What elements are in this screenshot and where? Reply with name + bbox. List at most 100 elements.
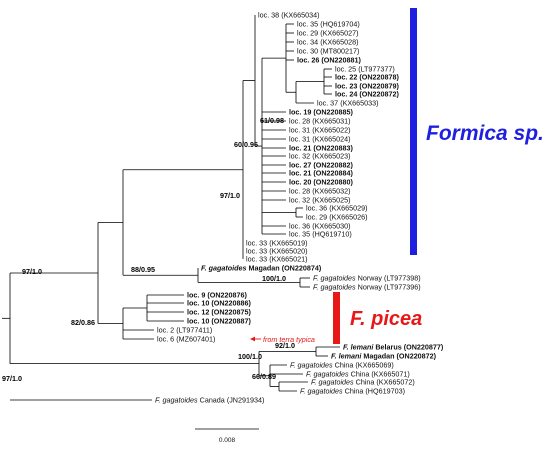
- locality: loc. 37: [317, 99, 340, 108]
- accession-number: (ON220876): [207, 291, 247, 300]
- tip-label: loc. 26 (ON220881): [297, 56, 362, 65]
- locality: loc. 31: [289, 126, 312, 135]
- accession-number: (KX665072): [376, 378, 414, 387]
- tip-label: loc. 28 (KX665032): [289, 187, 351, 196]
- tip-label: loc. 35 (HQ619710): [289, 230, 352, 239]
- arrowhead-icon: [250, 336, 255, 342]
- tip-label: loc. 38 (KX665034): [258, 11, 320, 20]
- tip-label: loc. 37 (KX665033): [317, 99, 379, 108]
- locality: Belarus: [375, 343, 403, 352]
- support-value: 66/0.89: [252, 372, 276, 381]
- tip-label: loc. 21 (ON220883): [289, 144, 354, 153]
- accession-number: (LT977396): [384, 283, 421, 292]
- tip-label: loc. 2 (LT977411): [157, 326, 212, 335]
- accession-number: (LT977411): [176, 326, 212, 335]
- picea-clade-label: F. picea: [350, 308, 422, 330]
- formica-clade-bar: [410, 8, 417, 255]
- tip-label: loc. 21 (ON220884): [289, 169, 354, 178]
- locality: Norway: [358, 274, 384, 283]
- accession-number: (HQ619710): [312, 230, 352, 239]
- accession-number: (ON220878): [359, 73, 399, 82]
- locality: loc. 31: [289, 135, 312, 144]
- accession-number: (LT977377): [358, 65, 395, 74]
- tip-label: loc. 10 (ON220887): [187, 317, 252, 326]
- locality: loc. 21: [289, 169, 313, 178]
- tip-label: loc. 33 (KX665019): [246, 239, 308, 248]
- support-value: 97/1.0: [2, 374, 22, 383]
- locality: China: [351, 370, 372, 379]
- accession-number: (KX665029): [329, 204, 367, 213]
- tip-label: F. gagatoides Norway (LT977398): [313, 274, 421, 283]
- tree-branches: [2, 15, 340, 401]
- locality: China: [345, 387, 366, 396]
- accession-number: (ON220874): [282, 264, 322, 273]
- tip-label: loc. 27 (ON220882): [289, 161, 354, 170]
- terra-typica-note: from terra typica: [263, 335, 315, 344]
- accession-number: (HQ619704): [320, 20, 360, 29]
- tip-label: loc. 22 (ON220878): [335, 73, 400, 82]
- tip-labels: loc. 38 (KX665034)loc. 35 (HQ619704)loc.…: [155, 11, 444, 405]
- accession-number: (MT800217): [320, 47, 359, 56]
- locality: loc. 20: [289, 178, 313, 187]
- tip-label: loc. 19 (ON220885): [289, 108, 354, 117]
- species-name: F. gagatoides: [290, 361, 335, 370]
- tip-label: loc. 33 (KX665021): [246, 255, 308, 264]
- tip-label: loc. 9 (ON220876): [187, 291, 248, 300]
- locality: loc. 26: [297, 56, 321, 65]
- locality: loc. 10: [187, 317, 211, 326]
- support-value: 100/1.0: [262, 274, 286, 283]
- locality: loc. 28: [289, 117, 312, 126]
- locality: loc. 2: [157, 326, 176, 335]
- accession-number: (KX665071): [371, 370, 409, 379]
- tip-label: loc. 36 (KX665030): [289, 222, 351, 231]
- accession-number: (KX665024): [312, 135, 350, 144]
- locality: loc. 25: [335, 65, 358, 74]
- support-value: 60/0.96: [234, 140, 258, 149]
- accession-number: (ON220879): [359, 82, 399, 91]
- species-name: F. gagatoides: [313, 274, 358, 283]
- tip-label: F. gagatoides Magadan (ON220874): [201, 264, 322, 273]
- locality: loc. 35: [289, 230, 312, 239]
- tip-label: loc. 12 (ON220875): [187, 308, 252, 317]
- locality: loc. 22: [335, 73, 359, 82]
- accession-number: (KX665022): [312, 126, 350, 135]
- accession-number: (JN291934): [227, 396, 265, 405]
- locality: Magadan: [249, 264, 282, 273]
- accession-number: (ON220885): [313, 108, 353, 117]
- accession-number: (KX665027): [320, 29, 358, 38]
- tip-label: F. gagatoides Canada (JN291934): [155, 396, 264, 405]
- accession-number: (ON220875): [211, 308, 251, 317]
- tip-label: loc. 31 (KX665024): [289, 135, 351, 144]
- accession-number: (KX665030): [312, 222, 350, 231]
- tip-label: loc. 36 (KX665029): [306, 204, 368, 213]
- tip-label: loc. 6 (MZ607401): [157, 335, 215, 344]
- locality: loc. 6: [157, 335, 176, 344]
- species-name: F. gagatoides: [306, 370, 351, 379]
- locality: loc. 9: [187, 291, 207, 300]
- support-value: 97/1.0: [22, 267, 42, 276]
- tip-label: loc. 23 (ON220879): [335, 82, 400, 91]
- locality: loc. 36: [289, 222, 312, 231]
- accession-number: (KX665033): [340, 99, 378, 108]
- tip-label: loc. 35 (HQ619704): [297, 20, 360, 29]
- accession-number: (KX665021): [269, 255, 307, 264]
- accession-number: (ON220880): [313, 178, 353, 187]
- support-values: 61/0.9860/0.9697/1.088/0.95100/1.097/1.0…: [2, 116, 295, 383]
- accession-number: (KX665020): [269, 247, 307, 256]
- accession-number: (KX665019): [269, 239, 307, 248]
- support-value: 88/0.95: [131, 265, 155, 274]
- accession-number: (ON220887): [211, 317, 251, 326]
- accession-number: (KX665023): [312, 152, 350, 161]
- locality: loc. 38: [258, 11, 281, 20]
- locality: loc. 29: [297, 29, 320, 38]
- locality: Canada: [200, 396, 227, 405]
- accession-number: (HQ619703): [365, 387, 405, 396]
- accession-number: (ON220881): [321, 56, 361, 65]
- locality: loc. 24: [335, 90, 359, 99]
- locality: loc. 12: [187, 308, 211, 317]
- locality: loc. 34: [297, 38, 320, 47]
- species-name: F. gagatoides: [155, 396, 200, 405]
- accession-number: (ON220884): [313, 169, 353, 178]
- terra-typica-annotation: from terra typica: [250, 335, 315, 344]
- locality: loc. 19: [289, 108, 313, 117]
